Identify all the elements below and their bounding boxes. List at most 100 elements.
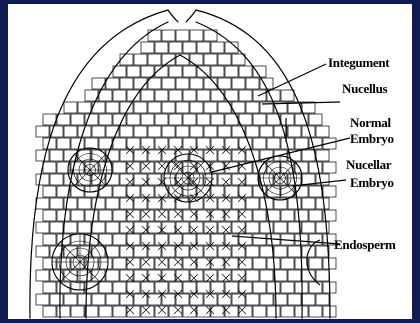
cell xyxy=(183,234,196,245)
cell xyxy=(127,66,140,77)
cell xyxy=(176,246,189,257)
cell xyxy=(246,198,259,209)
cell xyxy=(197,138,210,149)
cell xyxy=(155,282,168,293)
endosperm-nucleus xyxy=(158,258,166,266)
cell xyxy=(183,306,196,317)
cell xyxy=(183,186,196,197)
cell xyxy=(197,42,210,53)
cell xyxy=(134,150,147,161)
cell xyxy=(176,78,189,89)
cell xyxy=(246,102,259,113)
cell xyxy=(162,30,175,41)
cell xyxy=(141,42,154,53)
cell xyxy=(71,306,84,317)
cell xyxy=(302,222,315,233)
cell xyxy=(204,198,217,209)
cell xyxy=(288,126,301,137)
cell xyxy=(148,294,161,305)
cell xyxy=(183,138,196,149)
embryo-cell-wall xyxy=(171,161,188,178)
cell xyxy=(176,150,189,161)
cell xyxy=(225,66,238,77)
cell xyxy=(232,246,245,257)
cell xyxy=(71,234,84,245)
cell xyxy=(50,222,63,233)
cell xyxy=(232,198,245,209)
cell xyxy=(148,102,161,113)
cell xyxy=(246,270,259,281)
cell xyxy=(211,210,224,221)
cell xyxy=(106,270,119,281)
cell xyxy=(218,126,231,137)
cell xyxy=(36,150,49,161)
cell xyxy=(99,186,112,197)
cell xyxy=(134,198,147,209)
cell xyxy=(78,198,91,209)
cell xyxy=(162,222,175,233)
cell xyxy=(316,270,329,281)
cell xyxy=(92,126,105,137)
cell xyxy=(50,198,63,209)
cell xyxy=(260,294,273,305)
cell xyxy=(316,126,329,137)
cell xyxy=(106,294,119,305)
cell xyxy=(183,90,196,101)
cell xyxy=(309,210,322,221)
cell xyxy=(106,78,119,89)
endosperm-nucleus xyxy=(174,306,182,314)
cell xyxy=(127,234,140,245)
cell xyxy=(36,270,49,281)
cell xyxy=(302,102,315,113)
cell xyxy=(183,114,196,125)
cell xyxy=(113,162,126,173)
cell xyxy=(43,234,56,245)
cell xyxy=(281,114,294,125)
cell xyxy=(218,78,231,89)
cell xyxy=(295,234,308,245)
cell xyxy=(120,294,133,305)
cell xyxy=(43,282,56,293)
cell xyxy=(204,246,217,257)
cell xyxy=(57,210,70,221)
cell xyxy=(316,150,329,161)
cell xyxy=(162,270,175,281)
cell xyxy=(113,282,126,293)
cell xyxy=(239,234,252,245)
cell xyxy=(267,282,280,293)
cell xyxy=(148,246,161,257)
label-embryo-1: Embryo xyxy=(350,132,394,146)
cell xyxy=(281,90,294,101)
cell xyxy=(211,42,224,53)
cell xyxy=(113,258,126,269)
cell xyxy=(148,54,161,65)
cell xyxy=(267,306,280,317)
cell xyxy=(281,282,294,293)
cell xyxy=(309,186,322,197)
cell xyxy=(92,294,105,305)
cell xyxy=(134,126,147,137)
cell xyxy=(141,114,154,125)
cell xyxy=(148,126,161,137)
cell xyxy=(274,222,287,233)
cell xyxy=(316,246,329,257)
cell xyxy=(134,102,147,113)
cell xyxy=(36,294,49,305)
cell xyxy=(197,114,210,125)
cell xyxy=(36,126,49,137)
cell xyxy=(148,150,161,161)
cell xyxy=(232,150,245,161)
cell xyxy=(302,150,315,161)
endosperm-nucleus xyxy=(142,162,150,170)
cell xyxy=(99,306,112,317)
cell xyxy=(120,246,133,257)
cell xyxy=(113,186,126,197)
cell xyxy=(78,222,91,233)
cell xyxy=(190,30,203,41)
cell xyxy=(155,42,168,53)
cell xyxy=(204,102,217,113)
cell xyxy=(106,102,119,113)
cell xyxy=(120,198,133,209)
cell xyxy=(36,174,49,185)
cell xyxy=(246,126,259,137)
